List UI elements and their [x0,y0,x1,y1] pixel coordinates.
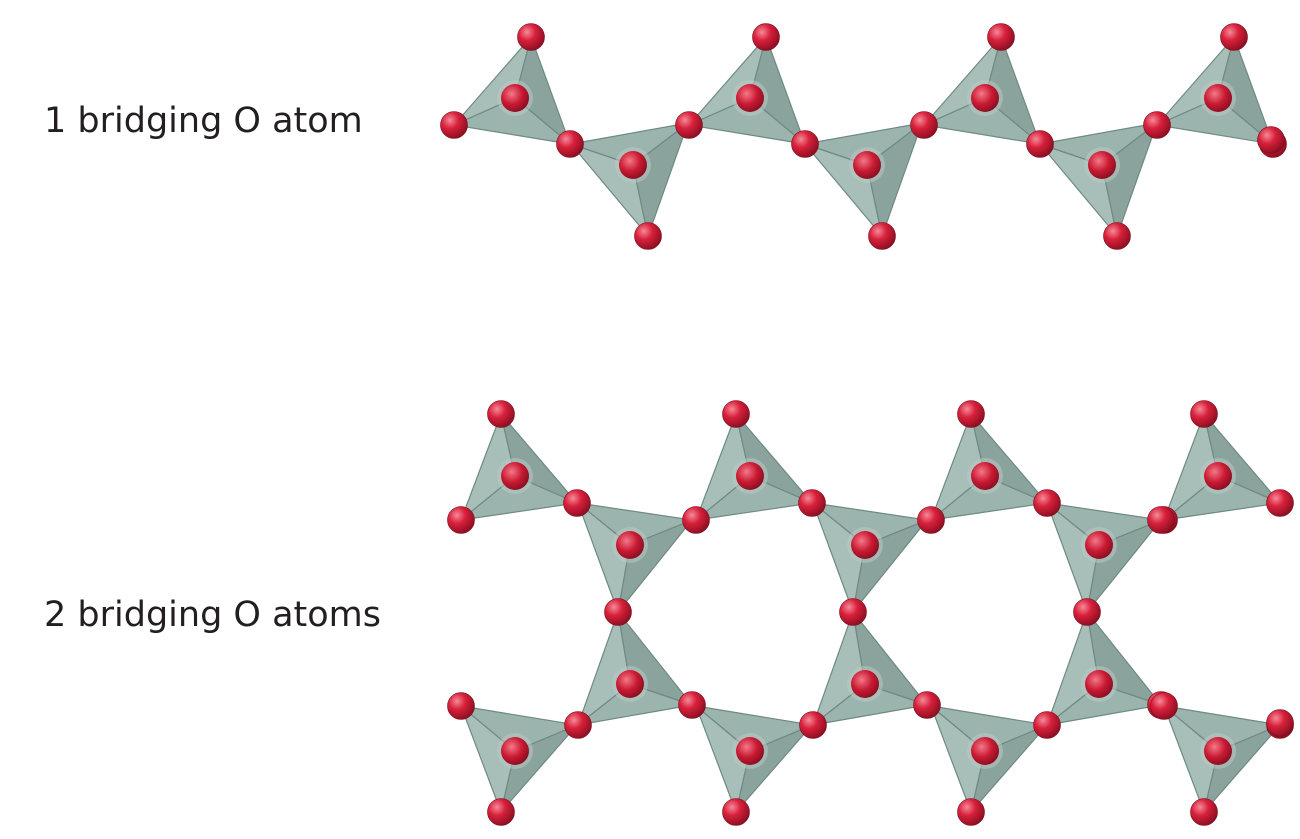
oxygen-atom-icon [1190,798,1218,826]
oxygen-atom-icon [1088,151,1116,179]
sio4-tetrahedron-icon [811,609,929,727]
oxygen-atom-icon [1204,84,1232,112]
sio4-tetrahedron-icon [693,704,815,815]
sio4-tetrahedron-icon [569,121,690,239]
oxygen-atom-icon [1073,598,1101,626]
oxygen-atom-icon [678,691,706,719]
oxygen-atom-icon [799,711,827,739]
oxygen-atom-icon [556,130,584,158]
oxygen-atom-icon [1266,709,1294,737]
oxygen-atom-icon [1190,400,1218,428]
oxygen-atom-icon [487,798,515,826]
oxygen-atom-icon [634,222,662,250]
oxygen-atom-icon [1085,670,1113,698]
oxygen-atom-icon [971,462,999,490]
oxygen-atom-icon [752,23,780,51]
oxygen-atom-icon [868,222,896,250]
oxygen-atom-icon [917,506,945,534]
oxygen-atom-icon [853,151,881,179]
oxygen-atom-icon [675,111,703,139]
oxygen-atom-icon [1266,489,1294,517]
row-label-double-chain: 2 bridging O atoms [44,595,381,635]
sio4-tetrahedron-icon [1038,121,1159,239]
oxygen-atom-icon [1085,531,1113,559]
oxygen-atom-icon [971,737,999,765]
sio4-tetrahedron-icon [1044,501,1164,615]
oxygen-atom-icon [736,84,764,112]
oxygen-atom-icon [501,462,529,490]
oxygen-atom-icon [851,531,879,559]
oxygen-atom-icon [987,23,1015,51]
sio4-tetrahedron-icon [1161,411,1283,522]
sio4-tetrahedron-icon [451,34,573,146]
oxygen-atom-icon [1026,130,1054,158]
row-label-single-chain: 1 bridging O atom [44,101,363,141]
oxygen-atom-icon [616,670,644,698]
oxygen-atom-icon [722,400,750,428]
sio4-tetrahedron-icon [693,411,815,522]
sio4-tetrahedron-icon [928,411,1050,522]
oxygen-atom-icon [517,23,545,51]
oxygen-atom-icon [957,798,985,826]
oxygen-atom-icon [1147,506,1175,534]
oxygen-atom-icon [447,506,475,534]
oxygen-atom-icon [1204,462,1232,490]
oxygen-atom-icon [1220,23,1248,51]
oxygen-atom-icon [604,598,632,626]
oxygen-atom-icon [1257,126,1285,154]
oxygen-atom-icon [910,111,938,139]
double-chain-silicate [447,400,1294,826]
oxygen-atom-icon [1033,489,1061,517]
sio4-tetrahedron-icon [810,501,930,615]
sio4-tetrahedron-icon [921,34,1043,146]
oxygen-atom-icon [1033,711,1061,739]
oxygen-atom-icon [564,711,592,739]
sio4-tetrahedron-icon [803,121,924,239]
oxygen-atom-icon [736,737,764,765]
oxygen-atom-icon [722,798,750,826]
oxygen-atom-icon [563,489,591,517]
sio4-tetrahedron-icon [575,501,695,615]
sio4-tetrahedron-icon [686,34,808,146]
oxygen-atom-icon [616,531,644,559]
oxygen-atom-icon [913,691,941,719]
sio4-tetrahedron-icon [1045,609,1163,727]
oxygen-atom-icon [971,84,999,112]
oxygen-atom-icon [501,84,529,112]
oxygen-atom-icon [447,692,475,720]
oxygen-atom-icon [501,737,529,765]
oxygen-atom-icon [791,130,819,158]
oxygen-atom-icon [1150,692,1178,720]
sio4-tetrahedron-icon [458,704,580,815]
sio4-tetrahedron-icon [928,704,1050,815]
oxygen-atom-icon [851,670,879,698]
oxygen-atom-icon [1143,111,1171,139]
sio4-tetrahedron-icon [1154,34,1276,146]
sio4-tetrahedron-icon [1161,704,1283,815]
oxygen-atom-icon [487,400,515,428]
sio4-tetrahedron-icon [458,411,580,522]
oxygen-atom-icon [440,111,468,139]
sio4-tetrahedron-icon [576,609,694,727]
single-chain-silicate [440,23,1287,250]
oxygen-atom-icon [682,506,710,534]
oxygen-atom-icon [1103,222,1131,250]
oxygen-atom-icon [798,489,826,517]
oxygen-atom-icon [1204,737,1232,765]
oxygen-atom-icon [619,151,647,179]
oxygen-atom-icon [736,462,764,490]
oxygen-atom-icon [839,598,867,626]
oxygen-atom-icon [957,400,985,428]
